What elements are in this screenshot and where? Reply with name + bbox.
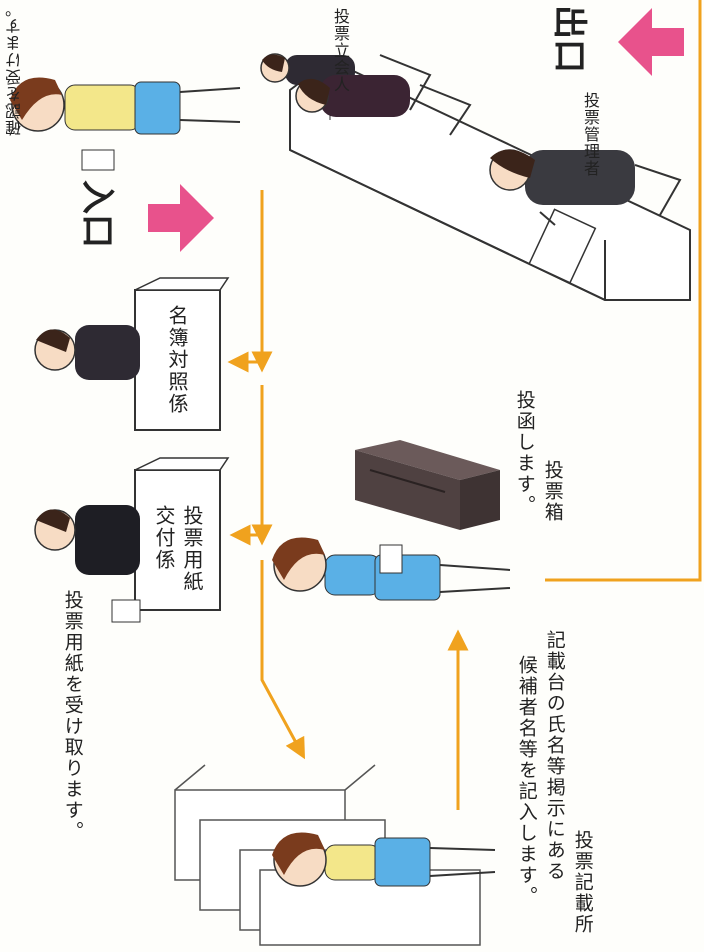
flow-line-issue-to-booth <box>260 560 306 760</box>
ballot-box-label: 投票箱 <box>541 460 564 523</box>
chairs <box>379 54 682 216</box>
manager-label: 投票管理者 <box>581 92 600 177</box>
manager-person-icon <box>489 149 635 226</box>
ballot-box-icon <box>355 440 500 530</box>
booth-desc-1: 記載台の氏名等掲示にある <box>543 630 566 882</box>
entering-voter-icon <box>10 77 241 171</box>
flow-line-exit <box>545 0 702 582</box>
flow-lines <box>227 0 702 810</box>
entrance-label: 入口 <box>77 180 117 248</box>
receive-ballot-label: 投票用紙を受け取ります。 <box>61 590 84 842</box>
booth-desc-2: 候補者名等を記入します。 <box>515 655 538 907</box>
exit-label: 出口 <box>549 5 589 73</box>
entrance-arrow-icon <box>148 184 214 252</box>
roster-clerk-label: 名簿対照係 <box>165 305 189 415</box>
voter-with-ballot-icon <box>272 537 511 601</box>
ballot-clerk-icon <box>34 505 141 623</box>
witness-label: 投票立会人 <box>331 8 350 93</box>
ballot-issue-clerk-label-2: 交付係 <box>152 505 176 571</box>
roster-clerk-icon <box>34 325 140 380</box>
booth-title: 投票記載所 <box>571 830 594 935</box>
booth-voter-icon <box>272 832 496 887</box>
roster-desk <box>134 277 230 431</box>
exit-arrow-icon <box>618 8 684 76</box>
witness-person-icon <box>295 75 410 117</box>
cast-vote-label: 投函します。 <box>513 390 536 516</box>
ballot-issue-clerk-label-1: 投票用紙 <box>180 505 204 593</box>
confirm-label: 確認を受けます。 <box>5 0 24 136</box>
ballot-issue-desk <box>134 457 230 611</box>
